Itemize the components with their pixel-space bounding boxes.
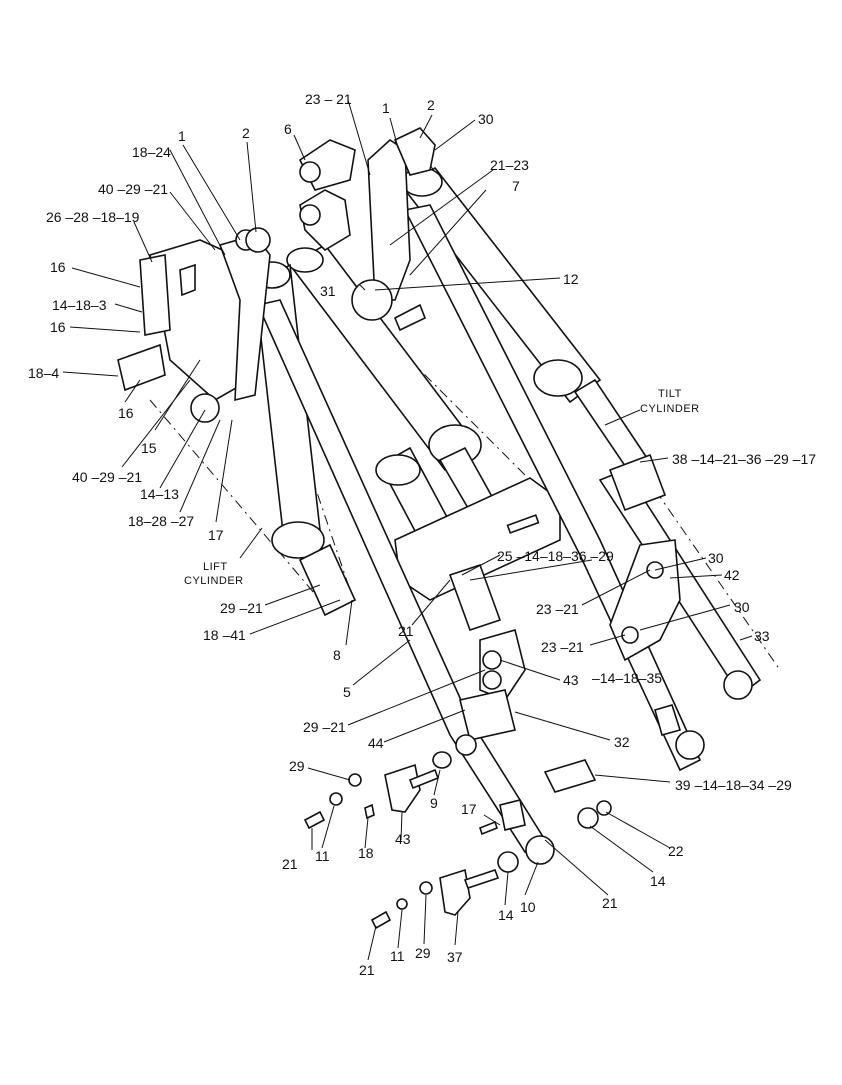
callout-label: 26 –28 –18–19 — [46, 209, 140, 225]
callout-label: 14–18–3 — [52, 297, 107, 313]
callout-label: 15 — [141, 440, 157, 456]
callout-label: 40 –29 –21 — [72, 469, 142, 485]
lift-caption-line1: LIFT — [203, 561, 228, 573]
lower-hardware — [303, 734, 612, 930]
callout-label: 30 — [734, 599, 750, 615]
upper-left-linkage — [117, 227, 271, 423]
callout-label: 16 — [50, 259, 66, 275]
callout-label: 30 — [708, 550, 724, 566]
tilt-caption-line1: TILT — [658, 388, 682, 400]
callout-label: 21 — [602, 895, 618, 911]
callout-label: 16 — [118, 405, 134, 421]
callout-label: 43 — [563, 672, 579, 688]
callout-label: 2 — [427, 97, 435, 113]
callout-label: 18–24 — [132, 144, 171, 160]
callout-label: 37 — [447, 949, 463, 965]
callout-label: 44 — [368, 735, 384, 751]
callout-label: 17 — [461, 801, 477, 817]
callout-label: 22 — [668, 843, 684, 859]
callout-label: 43 — [395, 831, 411, 847]
callout-label: 32 — [614, 734, 630, 750]
callout-label: 23 –21 — [541, 639, 584, 655]
callout-label: 18 –41 — [203, 627, 246, 643]
leader-lines — [62, 99, 753, 961]
callout-label: 14–13 — [140, 486, 179, 502]
upper-right-linkage — [298, 127, 436, 332]
callout-label: 29 — [415, 945, 431, 961]
callout-label: 38 –14–21–36 –29 –17 — [672, 451, 816, 467]
callout-label: 21 — [282, 856, 298, 872]
callout-label: –14–18–35 — [592, 670, 662, 686]
callout-label: 33 — [754, 628, 770, 644]
callout-label: 7 — [512, 178, 520, 194]
callout-label: 39 –14–18–34 –29 — [675, 777, 792, 793]
callout-label: 23 –21 — [536, 601, 579, 617]
callout-label: 31 — [320, 283, 336, 299]
callout-label: 2 — [242, 125, 250, 141]
captions: TILT CYLINDER LIFT CYLINDER — [184, 388, 700, 587]
center-lines — [149, 164, 781, 671]
callout-label: 11 — [315, 848, 330, 864]
callout-label: 14 — [650, 873, 666, 889]
callout-label: 42 — [724, 567, 740, 583]
callout-label: 18 — [358, 845, 374, 861]
callout-label: 9 — [430, 795, 438, 811]
callout-label: 14 — [498, 907, 514, 923]
center-cylinder — [286, 243, 507, 534]
callout-label: 25 –14–18–36 –29 — [497, 548, 614, 564]
right-bellcranks — [608, 453, 753, 760]
callout-label: 30 — [478, 111, 494, 127]
tilt-caption-line2: CYLINDER — [640, 403, 700, 415]
callout-label: 29 — [289, 758, 305, 774]
callout-label: 21 — [359, 962, 375, 978]
callout-label: 23 – 21 — [305, 91, 352, 107]
callout-label: 5 — [343, 684, 351, 700]
callout-label: 18–4 — [28, 365, 59, 381]
callout-labels: 23 – 21 1 2 30 6 21–23 7 18–24 1 2 40 –2… — [28, 91, 816, 978]
callout-label: 40 –29 –21 — [98, 181, 168, 197]
callout-label: 12 — [563, 271, 579, 287]
callout-label: 8 — [333, 647, 341, 663]
callout-label: 1 — [178, 128, 186, 144]
mid-linkage — [448, 563, 597, 793]
callout-label: 21–23 — [490, 157, 529, 173]
callout-label: 6 — [284, 121, 292, 137]
callout-label: 21 — [398, 623, 414, 639]
callout-label: 29 –21 — [220, 600, 263, 616]
callout-label: 29 –21 — [303, 719, 346, 735]
lift-caption-line2: CYLINDER — [184, 575, 244, 587]
callout-label: 1 — [382, 100, 390, 116]
callout-label: 18–28 –27 — [128, 513, 194, 529]
callout-label: 10 — [520, 899, 536, 915]
callout-label: 11 — [390, 948, 405, 964]
callout-label: 16 — [50, 319, 66, 335]
callout-label: 17 — [208, 527, 224, 543]
